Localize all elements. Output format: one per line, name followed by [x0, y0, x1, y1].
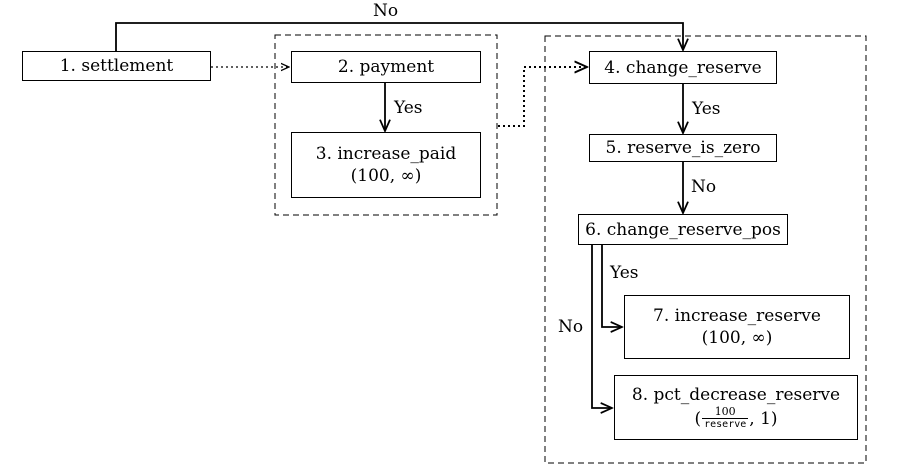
node-pct-decrease-reserve: 8. pct_decrease_reserve ( 100 reserve , … — [614, 375, 858, 440]
edge-change-reserve-pos-to-pct-decrease-reserve — [591, 245, 612, 408]
node-increase-paid: 3. increase_paid (100, ∞) — [291, 132, 481, 198]
group-frame-payment — [274, 34, 498, 216]
node-pct-decrease-reserve-label: 8. pct_decrease_reserve — [631, 385, 841, 405]
node-change-reserve: 4. change_reserve — [589, 51, 777, 84]
edge-settlement-to-change-reserve — [115, 22, 683, 51]
node-pct-decrease-reserve-range: ( 100 reserve , 1) — [694, 406, 777, 431]
edge-label-change-reserve-pos-yes: Yes — [610, 263, 639, 283]
fraction-denominator: reserve — [702, 418, 749, 430]
range-open-paren: ( — [694, 408, 702, 429]
group-frame-reserve — [544, 35, 867, 464]
fraction-numerator: 100 — [714, 405, 736, 418]
node-increase-reserve-label: 7. increase_reserve — [653, 306, 821, 326]
node-change-reserve-label: 4. change_reserve — [604, 57, 762, 78]
node-reserve-is-zero-label: 5. reserve_is_zero — [605, 138, 761, 158]
fraction: 100 reserve — [702, 405, 749, 431]
edge-label-change-reserve-pos-no: No — [558, 317, 584, 337]
node-increase-paid-label: 3. increase_paid — [315, 144, 457, 164]
node-reserve-is-zero: 5. reserve_is_zero — [589, 134, 777, 162]
node-change-reserve-pos-label: 6. change_reserve_pos — [585, 219, 781, 240]
node-settlement: 1. settlement — [22, 51, 211, 81]
node-settlement-label: 1. settlement — [59, 56, 174, 76]
edge-label-payment-yes: Yes — [394, 98, 423, 118]
edge-label-change-reserve-yes: Yes — [692, 99, 721, 119]
node-increase-paid-range: (100, ∞) — [350, 166, 422, 186]
node-payment: 2. payment — [291, 51, 481, 83]
node-payment-label: 2. payment — [337, 57, 435, 77]
node-increase-reserve-range: (100, ∞) — [701, 328, 773, 348]
edge-change-reserve-pos-to-increase-reserve — [601, 245, 622, 327]
range-rest: , 1) — [749, 408, 778, 429]
node-change-reserve-pos: 6. change_reserve_pos — [578, 214, 788, 245]
edge-payment-group-to-change-reserve — [498, 67, 587, 127]
edge-label-reserve-is-zero-no: No — [691, 177, 717, 197]
edge-label-top-no: No — [373, 1, 399, 21]
node-increase-reserve: 7. increase_reserve (100, ∞) — [624, 295, 850, 359]
